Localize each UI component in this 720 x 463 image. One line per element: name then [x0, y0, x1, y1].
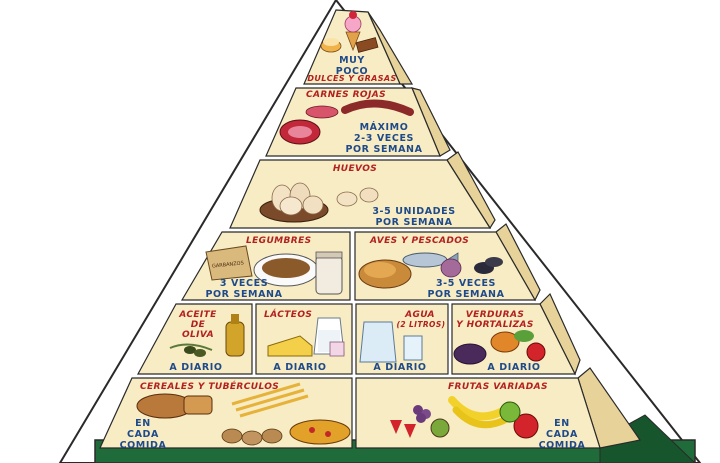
- label-vegetables: VERDURAS Y HORTALIZAS: [456, 310, 534, 330]
- note-poultry-fish: 3-5 VECES POR SEMANA: [427, 278, 505, 300]
- chocolate-icon: [355, 37, 379, 53]
- sack-label: GARBANZOS: [212, 260, 244, 269]
- label-sweets: DULCES Y GRASAS: [307, 74, 397, 83]
- steak-icon: [279, 119, 321, 145]
- label-water: AGUA: [405, 310, 435, 320]
- pumpkin-icon: [490, 331, 520, 353]
- oil-bottle-icon: [225, 314, 245, 357]
- water-jug-icon: [359, 321, 397, 363]
- octopus-icon: [440, 258, 462, 278]
- pasta-icon: [231, 382, 309, 418]
- water-glass-icon: [403, 335, 423, 361]
- apple-icon: [499, 401, 539, 439]
- paella-icon: [289, 419, 351, 445]
- label-dairy: LÁCTEOS: [264, 310, 313, 320]
- note-cereals: EN CADA COMIDA: [119, 418, 167, 451]
- ice-cream-icon: [344, 11, 362, 52]
- label-fruits: FRUTAS VARIADAS: [448, 382, 548, 392]
- label-olive-oil: ACEITE DE OLIVA: [179, 310, 217, 340]
- note-fruits: EN CADA COMIDA: [538, 418, 586, 451]
- roast-chicken-icon: [358, 259, 412, 289]
- label-red-meat: CARNES ROJAS: [306, 90, 386, 100]
- yogurt-icon: [329, 341, 345, 357]
- label-water-amount: (2 LITROS): [396, 320, 446, 329]
- eggs-bowl-icon: [259, 182, 329, 223]
- bean-jar-icon: [315, 251, 343, 295]
- bread-icon: [136, 393, 213, 419]
- note-vegetables: A DIARIO: [487, 362, 541, 373]
- note-eggs: 3-5 UNIDADES POR SEMANA: [372, 206, 456, 228]
- note-dairy: A DIARIO: [273, 362, 327, 373]
- grapes-icon: [413, 405, 431, 423]
- label-legumes: LEGUMBRES: [246, 236, 312, 246]
- note-legumes: 3 VECES POR SEMANA: [205, 278, 283, 300]
- sausage-icon: [341, 99, 414, 116]
- egg-icon: [336, 187, 379, 207]
- mussel-icon: [474, 257, 503, 274]
- label-cereals: CEREALES Y TUBÉRCULOS: [140, 382, 280, 392]
- note-olive-oil: A DIARIO: [169, 362, 223, 373]
- cheese-icon: [267, 335, 313, 357]
- lettuce-icon: [514, 330, 534, 342]
- note-sweets: MUY POCO: [335, 55, 369, 77]
- label-poultry-fish: AVES Y PESCADOS: [370, 236, 470, 246]
- kiwi-icon: [430, 418, 450, 438]
- note-water: A DIARIO: [373, 362, 427, 373]
- strawberry-icon: [390, 420, 416, 438]
- potato-icon: [221, 428, 283, 446]
- tier-oil-box: [136, 303, 253, 375]
- note-red-meat: MÁXIMO 2-3 VECES POR SEMANA: [345, 122, 423, 155]
- tomato-icon: [526, 342, 546, 362]
- fish-icon: [402, 252, 459, 268]
- label-eggs: HUEVOS: [332, 164, 378, 174]
- eggplant-icon: [453, 343, 487, 365]
- cake-icon: [320, 38, 342, 53]
- olives-icon: [169, 343, 213, 357]
- lentil-bowl-icon: [253, 253, 319, 287]
- ham-icon: [305, 105, 339, 119]
- sack-icon: GARBANZOS: [205, 245, 253, 281]
